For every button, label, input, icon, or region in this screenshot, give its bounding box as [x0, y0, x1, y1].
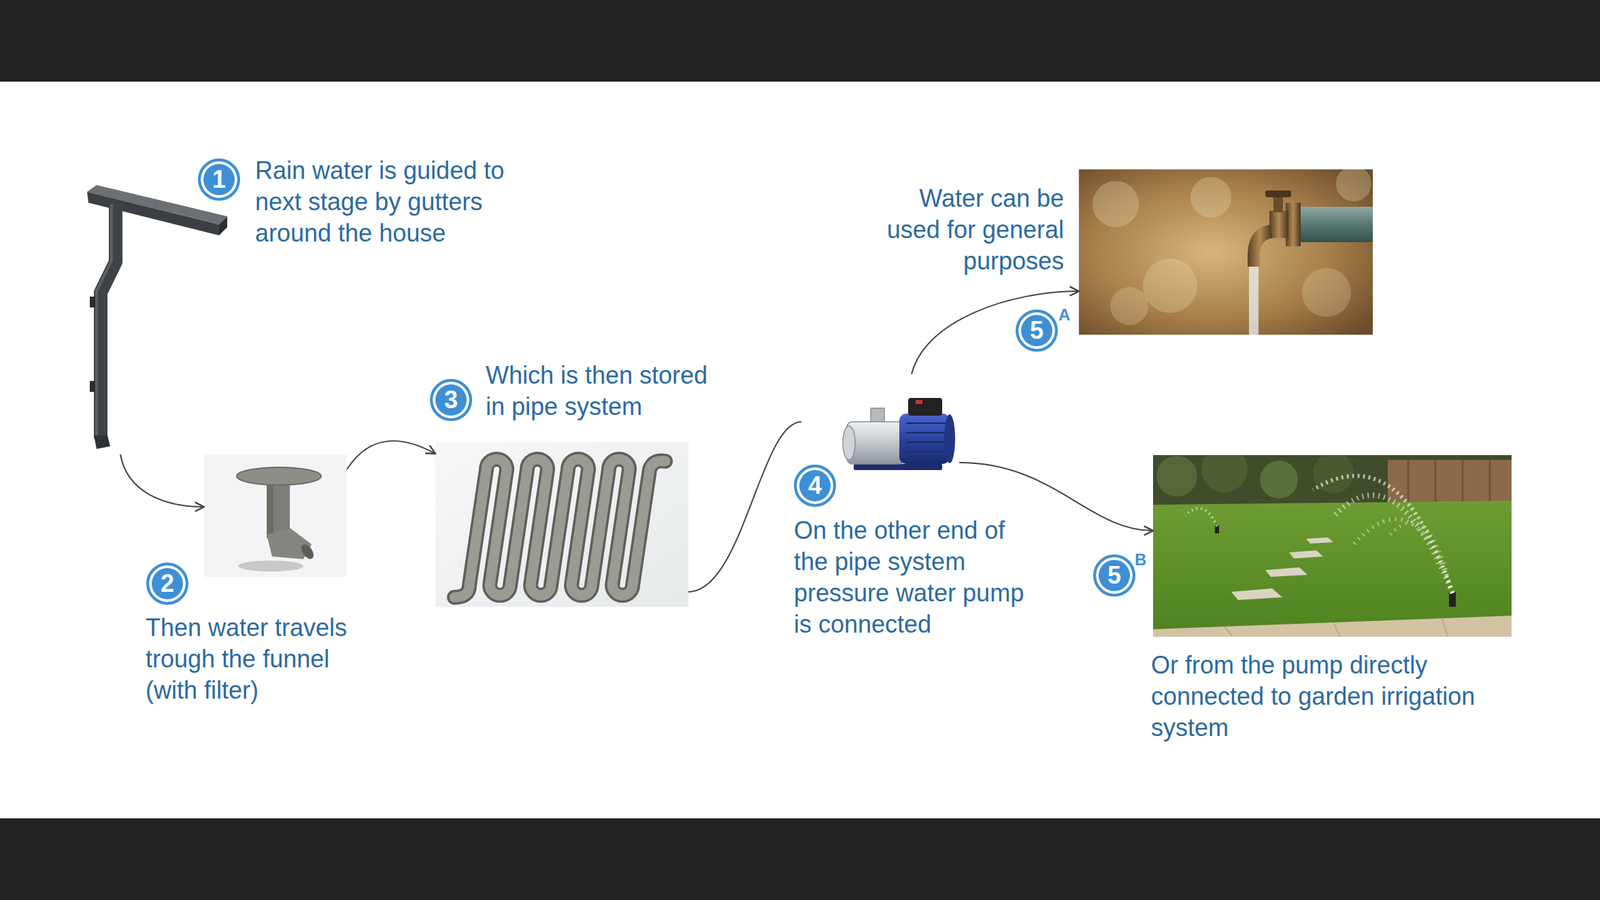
callout-number: 2 [146, 562, 189, 605]
step-node: 4On the other end of the pipe system pre… [801, 374, 960, 507]
pump-illustration [842, 397, 956, 471]
gutter-illustration [87, 185, 228, 449]
step-caption: Then water travels trough the funnel (wi… [145, 612, 371, 707]
callout-number: 5 [1093, 554, 1136, 597]
step-caption: Or from the pump directly connected to g… [1151, 649, 1505, 744]
funnel-illustration [204, 454, 347, 577]
garden-photo [1153, 455, 1512, 637]
step-caption: On the other end of the pipe system pres… [793, 514, 1032, 641]
step-caption: Which is then stored in pipe system [485, 359, 731, 423]
callout-number: 3 [429, 378, 473, 422]
flow-arrow [346, 440, 436, 470]
flow-arrow [120, 454, 205, 507]
step-node: 3Which is then stored in pipe system [435, 442, 689, 607]
callout-letter: B [1134, 550, 1147, 570]
callout-number: 4 [793, 464, 837, 507]
step-node: 5BOr from the pump directly connected to… [1153, 455, 1512, 637]
step-node: 5AWater can be used for general purposes [1078, 169, 1373, 335]
callout-number: 5 [1015, 309, 1058, 352]
pipe-system-illustration [435, 442, 689, 607]
flow-arrow [688, 421, 802, 592]
flow-arrow [911, 291, 1079, 375]
step-node: 1Rain water is guided to next stage by g… [44, 157, 256, 455]
bottom-bar [0, 818, 1600, 900]
top-bar [0, 0, 1600, 82]
step-caption: Rain water is guided to next stage by gu… [255, 155, 535, 249]
callout-number: 1 [197, 158, 241, 201]
tap-photo [1078, 169, 1373, 335]
step-caption: Water can be used for general purposes [873, 182, 1064, 277]
step-node: 2Then water travels trough the funnel (w… [204, 454, 347, 577]
callout-letter: A [1058, 305, 1071, 325]
